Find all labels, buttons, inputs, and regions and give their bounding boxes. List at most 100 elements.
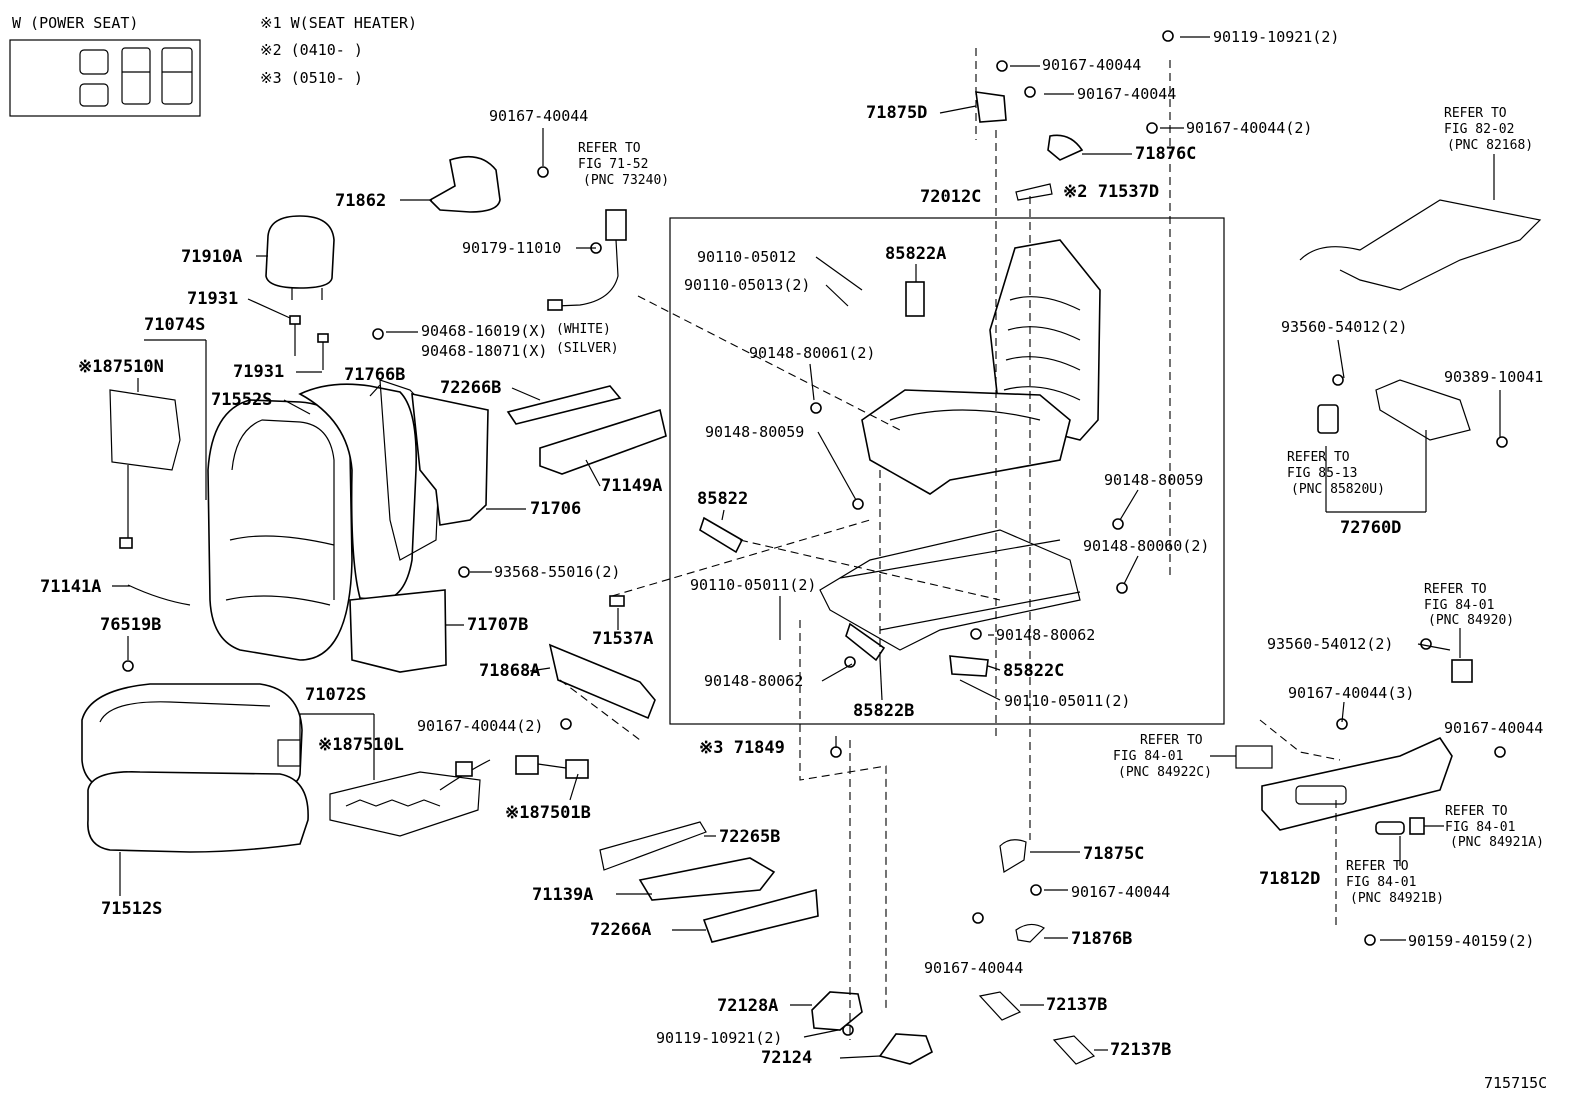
bolt-marker [372, 328, 384, 340]
part-label: 85822 [697, 489, 748, 509]
cover-72137b-lower-part [1052, 1035, 1096, 1065]
bolt-marker [1420, 638, 1432, 650]
part-label: (PNC 84922C) [1118, 765, 1212, 780]
bolt-marker [1364, 934, 1376, 946]
seat-belt-buckle-part [547, 209, 627, 311]
part-label: (PNC 84921B) [1350, 891, 1444, 906]
part-label: 71931 [233, 362, 284, 382]
part-label: (PNC 84920) [1428, 613, 1514, 628]
part-label: 71931 [187, 289, 238, 309]
motor-85822-part [699, 516, 744, 554]
part-label: ※187510L [318, 735, 404, 755]
legend-box [9, 39, 201, 117]
part-label: 90468-16019(X) [421, 322, 547, 340]
bolt-marker [830, 746, 842, 758]
seat-cushion-heater-part [329, 759, 491, 837]
part-label: 90167-40044 [489, 107, 588, 125]
cover-71537a-part [609, 595, 625, 607]
bolt-marker [1496, 436, 1508, 448]
bolt-marker [852, 498, 864, 510]
bolt-marker [560, 718, 572, 730]
legend-note-3: ※3 (0510- ) [260, 69, 363, 87]
part-label: 93560-54012(2) [1281, 318, 1407, 336]
bolt-marker [458, 566, 470, 578]
bolt-marker [844, 656, 856, 668]
part-labels: 90119-10921(2) 90167-40044 90167-40044 7187… [40, 28, 1544, 1068]
bolt-marker [1116, 582, 1128, 594]
part-label: FIG 71-52 [578, 157, 648, 172]
part-label: 72124 [761, 1048, 812, 1068]
part-label: REFER TO [1445, 804, 1508, 819]
bolt-marker [842, 1024, 854, 1036]
part-label: 72266B [440, 378, 501, 398]
seat-adjuster-part [819, 529, 1081, 651]
bolt-marker [996, 60, 1008, 72]
part-label: 71139A [532, 885, 593, 905]
bolt-marker [1146, 122, 1158, 134]
cover-72128a-part [811, 991, 863, 1031]
part-label: 90167-40044 [1071, 883, 1170, 901]
bolt-markers [122, 30, 1508, 1036]
part-label: 90148-80059 [1104, 471, 1203, 489]
part-label: (PNC 84921A) [1450, 835, 1544, 850]
back-panel-part [349, 589, 447, 673]
part-label: 71812D [1259, 869, 1320, 889]
headrest-part [265, 215, 335, 300]
shield-71875c-part [999, 839, 1027, 873]
part-label: 71910A [181, 247, 242, 267]
part-label: FIG 84-01 [1346, 875, 1416, 890]
part-label: 71876C [1135, 144, 1196, 164]
seatback-heater-part [109, 389, 181, 549]
frame-group-box [669, 217, 1225, 725]
part-label: 93560-54012(2) [1267, 635, 1393, 653]
cover-72124-part [878, 1033, 933, 1065]
figure-id: 715715C [1484, 1074, 1547, 1092]
track-cover-71149a-part [539, 408, 667, 475]
bolt-marker [1494, 746, 1506, 758]
switch-84922c-part [1235, 745, 1273, 769]
shield-71875d-part [975, 91, 1007, 123]
part-label: (PNC 85820U) [1291, 482, 1385, 497]
bolt-marker [1030, 884, 1042, 896]
part-label: (PNC 82168) [1447, 138, 1533, 153]
part-label: 90167-40044 [1042, 56, 1141, 74]
part-label: 72760D [1340, 518, 1401, 538]
part-label: 72137B [1110, 1040, 1171, 1060]
part-label: 90119-10921(2) [656, 1029, 782, 1047]
part-label: 71072S [305, 685, 366, 705]
part-label: 71149A [601, 476, 662, 496]
part-label: 85822B [853, 701, 914, 721]
part-label: 71862 [335, 191, 386, 211]
part-label: REFER TO [1424, 582, 1487, 597]
part-label: 90119-10921(2) [1213, 28, 1339, 46]
part-label: 90110-05011(2) [690, 576, 816, 594]
cover-71537d-part [1015, 183, 1053, 201]
part-label: 71706 [530, 499, 581, 519]
part-label: 71074S [144, 315, 205, 335]
knob-84921b-part [1375, 821, 1405, 835]
bolt-marker [1112, 518, 1124, 530]
part-label: 71537A [592, 629, 653, 649]
shield-71876b-part [1015, 923, 1045, 943]
motor-85822c-part [949, 655, 989, 677]
part-label: REFER TO [578, 141, 641, 156]
part-label: 90110-05011(2) [1004, 692, 1130, 710]
part-label: 90167-40044 [924, 959, 1023, 977]
headrest-guide-parts [289, 315, 329, 370]
part-label: 71141A [40, 577, 101, 597]
bolt-marker [1332, 374, 1344, 386]
leader-lines [112, 36, 1501, 1059]
part-label: 71707B [467, 615, 528, 635]
part-label: 90167-40044 [1077, 85, 1176, 103]
bolt-marker [970, 628, 982, 640]
cover-72266a-part [702, 888, 819, 943]
motor-85822b-part [845, 622, 886, 662]
part-label: 71868A [479, 661, 540, 681]
seatback-board-part [379, 379, 489, 561]
bracket-72760d-part [1317, 379, 1471, 441]
part-label: 90148-80062 [704, 672, 803, 690]
part-label: ※187510N [78, 357, 164, 377]
shield-71876c-part [1047, 134, 1084, 161]
bolt-marker [1024, 86, 1036, 98]
track-cover-72266b-part [506, 385, 622, 425]
